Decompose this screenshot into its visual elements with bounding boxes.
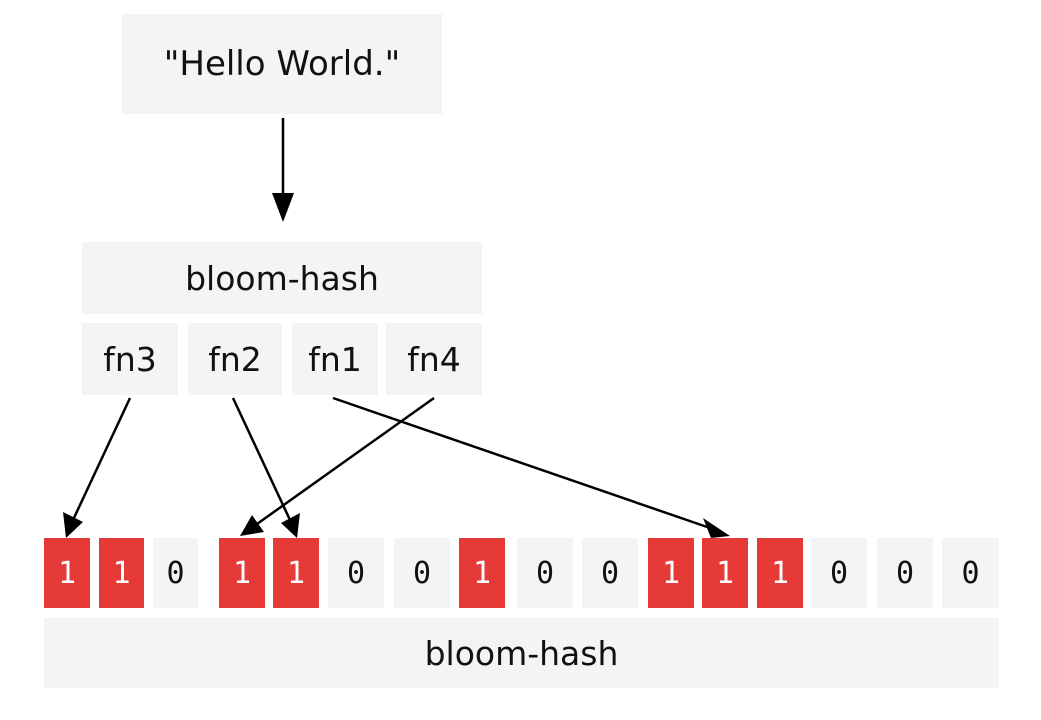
fn2-arrowhead [281, 513, 300, 538]
hash-fn4-label: fn4 [407, 339, 461, 379]
hash-fn1-box: fn1 [292, 323, 378, 395]
bit-cell-1: 1 [99, 538, 144, 608]
hash-fn3-box: fn3 [82, 323, 178, 395]
bit-cell-10: 1 [648, 538, 694, 608]
input-string-box: "Hello World." [122, 14, 442, 114]
bit-cell-11: 1 [702, 538, 748, 608]
bit-array-label: bloom-hash [424, 633, 619, 673]
bit-cell-5: 0 [328, 538, 384, 608]
bit-cell-6: 0 [394, 538, 450, 608]
bloom-hash-title-box: bloom-hash [82, 242, 482, 314]
bit-cell-15: 0 [942, 538, 999, 608]
bloom-hash-title: bloom-hash [185, 258, 379, 298]
bit-cell-3: 1 [219, 538, 265, 608]
hash-fn4-box: fn4 [386, 323, 482, 395]
fn2-to-bit-4-arrow [231, 397, 292, 521]
bit-cell-8: 0 [517, 538, 573, 608]
fn3-arrowhead [63, 512, 83, 538]
bit-cell-12: 1 [757, 538, 803, 608]
fn1-arrowhead [703, 518, 730, 538]
hash-fn2-label: fn2 [208, 339, 262, 379]
hash-fn2-box: fn2 [188, 323, 282, 395]
input-to-hash-arrowhead [272, 193, 294, 222]
fn4-to-bit-3-arrow [256, 396, 435, 526]
fn3-to-bit-0-arrow [71, 397, 132, 521]
hash-fn3-label: fn3 [103, 339, 157, 379]
input-string-text: "Hello World." [163, 44, 401, 84]
bit-cell-2: 0 [153, 538, 198, 608]
bit-cell-0: 1 [44, 538, 90, 608]
bit-cell-9: 0 [582, 538, 638, 608]
fn4-arrowhead [240, 515, 264, 536]
bit-array-label-box: bloom-hash [44, 618, 999, 688]
bit-cell-7: 1 [459, 538, 505, 608]
bit-cell-4: 1 [273, 538, 319, 608]
bit-cell-14: 0 [877, 538, 933, 608]
bit-cell-13: 0 [811, 538, 867, 608]
fn1-to-bit-11-arrow [332, 396, 711, 530]
hash-fn1-label: fn1 [308, 339, 362, 379]
